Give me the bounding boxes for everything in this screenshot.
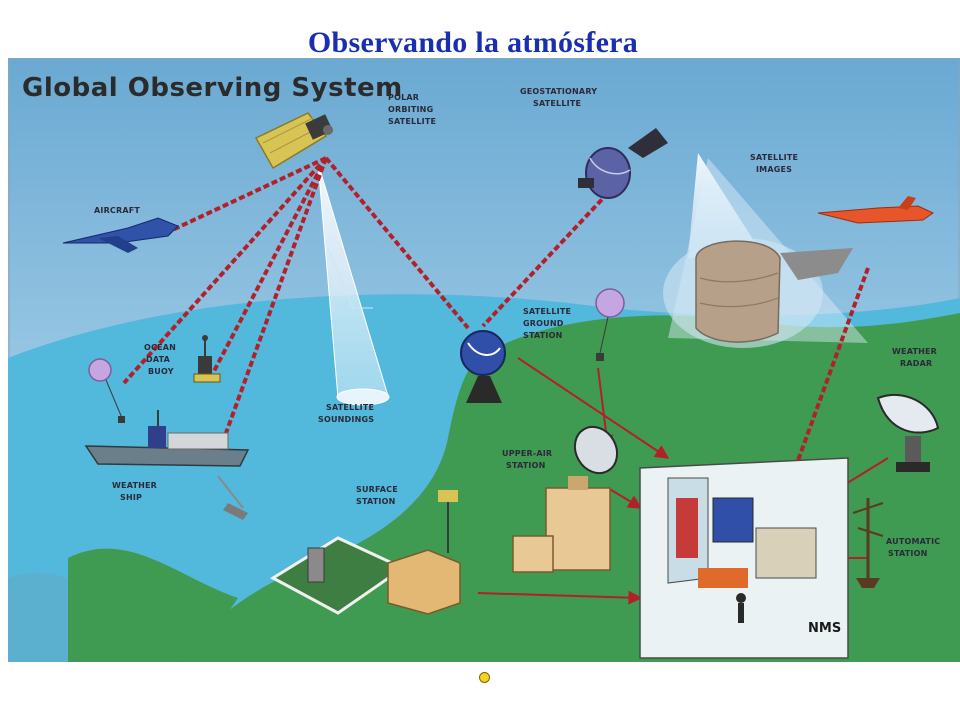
upper-air-station-icon [512, 425, 619, 573]
continent-west [68, 548, 238, 662]
label-line: STATION [506, 461, 546, 470]
soundings-cone [317, 162, 390, 406]
automatic-station-icon [852, 498, 884, 588]
label-automatic-station: AUTOMATIC STATION [886, 537, 940, 558]
ocean-buoy-icon [193, 335, 221, 383]
weather-radar-icon [876, 393, 940, 472]
research-aircraft-icon [817, 196, 934, 224]
label-line: BUOY [148, 367, 174, 376]
label-line: UPPER-AIR [502, 449, 552, 458]
label-line: SATELLITE [533, 99, 581, 108]
weather-balloon-sea-icon [88, 358, 125, 423]
label-line: WEATHER [892, 347, 937, 356]
label-weather-ship: WEATHER SHIP [112, 481, 157, 502]
label-line: SATELLITE [750, 153, 798, 162]
label-line: SATELLITE [388, 117, 436, 126]
data-arrows [217, 357, 889, 605]
label-satellite-images: SATELLITE IMAGES [750, 153, 798, 174]
diagram-heading: Global Observing System [22, 73, 403, 103]
satellite-ground-station-icon [460, 330, 506, 403]
slide-title: Observando la atmósfera [307, 26, 639, 59]
surface-station-icon [269, 490, 461, 615]
polar-satellite-icon [254, 112, 333, 170]
global-observing-system-diagram: Global Observing System [8, 58, 960, 662]
label-line: OCEAN [144, 343, 176, 352]
weather-ship-icon [84, 410, 250, 467]
label-line: SATELLITE [326, 403, 374, 412]
label-line: STATION [523, 331, 563, 340]
label-line: SHIP [120, 493, 142, 502]
label-line: RADAR [900, 359, 932, 368]
cloud-tower-icon [695, 240, 853, 343]
label-line: AIRCRAFT [94, 206, 140, 215]
label-satellite-soundings: SATELLITE SOUNDINGS [318, 403, 374, 424]
label-line: STATION [356, 497, 396, 506]
label-line: GROUND [523, 319, 564, 328]
label-line: POLAR [388, 93, 419, 102]
ship-tow-icon [223, 503, 248, 520]
label-aircraft: AIRCRAFT [94, 206, 140, 215]
aircraft-icon [62, 217, 179, 253]
label-line: SATELLITE [523, 307, 571, 316]
label-weather-radar: WEATHER RADAR [892, 347, 937, 368]
label-line: WEATHER [112, 481, 157, 490]
label-ocean-buoy: OCEAN DATA BUOY [144, 343, 176, 376]
label-line: SURFACE [356, 485, 398, 494]
label-line: STATION [888, 549, 928, 558]
label-line: IMAGES [756, 165, 792, 174]
label-line: SOUNDINGS [318, 415, 374, 424]
label-line: AUTOMATIC [886, 537, 940, 546]
label-line: GEOSTATIONARY [520, 87, 597, 96]
label-surface-station: SURFACE STATION [356, 485, 398, 506]
communication-links [122, 156, 870, 489]
label-upper-air-station: UPPER-AIR STATION [502, 449, 552, 470]
label-line: DATA [146, 355, 171, 364]
label-ground-station: SATELLITE GROUND STATION [523, 307, 571, 340]
slide-bullet-icon [479, 672, 490, 683]
nms-building-icon [639, 457, 849, 659]
label-geostationary-satellite: GEOSTATIONARY SATELLITE [520, 87, 597, 108]
geostationary-satellite-icon [578, 128, 668, 199]
weather-balloon-land-icon [595, 288, 625, 361]
label-line: ORBITING [388, 105, 433, 114]
label-nms: NMS [808, 621, 841, 636]
label-polar-satellite: POLAR ORBITING SATELLITE [388, 93, 436, 126]
